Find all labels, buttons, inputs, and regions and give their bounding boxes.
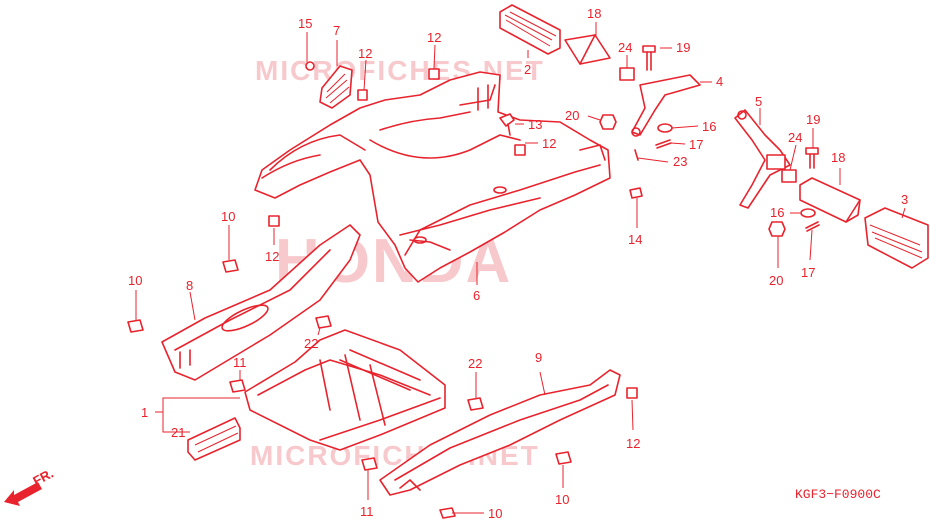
callout-19-b: 19 xyxy=(806,112,820,127)
callout-6: 6 xyxy=(473,288,480,303)
diagram-code: KGF3−F0900C xyxy=(795,487,881,502)
callout-22-a: 22 xyxy=(304,336,318,351)
callout-12-d: 12 xyxy=(265,249,279,264)
part-9-side-cover-right xyxy=(379,369,621,496)
part-3-step-rubber xyxy=(864,207,929,269)
callout-12-a: 12 xyxy=(358,46,372,61)
callout-11-b: 11 xyxy=(360,504,374,519)
callout-18-b: 18 xyxy=(831,150,845,165)
callout-20-a: 20 xyxy=(565,108,579,123)
callout-4: 4 xyxy=(716,74,723,89)
watermark-top: MICROFICHES.NET xyxy=(255,55,545,86)
callout-12-c: 12 xyxy=(542,136,556,151)
leader-lines xyxy=(135,22,906,514)
callout-13: 13 xyxy=(528,117,542,132)
part-5-bracket xyxy=(734,109,791,209)
callout-10-b: 10 xyxy=(128,273,142,288)
callout-labels: 15 7 12 12 2 18 24 19 4 13 12 20 16 17 2… xyxy=(128,6,908,519)
callout-21: 21 xyxy=(171,425,185,440)
part-4-bracket xyxy=(631,74,701,137)
callout-22-b: 22 xyxy=(468,356,482,371)
callout-10-d: 10 xyxy=(488,506,502,519)
part-7-grille xyxy=(319,65,353,109)
arrow-icon xyxy=(4,482,42,506)
part-1-under-cover xyxy=(244,329,446,451)
front-arrow: FR. xyxy=(4,466,56,506)
callout-11-a: 11 xyxy=(233,355,247,370)
callout-17-b: 17 xyxy=(801,265,815,280)
callout-19-a: 19 xyxy=(676,40,690,55)
callout-7: 7 xyxy=(333,23,340,38)
callout-17-a: 17 xyxy=(689,137,703,152)
callout-3: 3 xyxy=(901,192,908,207)
part-18-rod-right xyxy=(799,177,861,223)
callout-23: 23 xyxy=(673,154,687,169)
callout-14: 14 xyxy=(628,232,642,247)
fasteners xyxy=(127,45,820,519)
callout-9: 9 xyxy=(535,350,542,365)
callout-15: 15 xyxy=(298,16,312,31)
callout-24-b: 24 xyxy=(788,130,802,145)
callout-16-a: 16 xyxy=(702,119,716,134)
callout-20-b: 20 xyxy=(769,273,783,288)
callout-16-b: 16 xyxy=(770,205,784,220)
callout-10-c: 10 xyxy=(555,492,569,507)
part-8-side-cover-left xyxy=(161,224,361,381)
callout-1: 1 xyxy=(141,405,148,420)
callout-12-e: 12 xyxy=(626,436,640,451)
part-18-rod-top xyxy=(564,34,611,65)
callout-8: 8 xyxy=(186,278,193,293)
part-2-step-rubber xyxy=(499,4,561,55)
callout-2: 2 xyxy=(524,62,531,77)
callout-10-a: 10 xyxy=(221,209,235,224)
callout-12-b: 12 xyxy=(427,30,441,45)
callout-24-a: 24 xyxy=(618,40,632,55)
callout-18-a: 18 xyxy=(587,6,601,21)
part-21-strip xyxy=(187,417,241,461)
callout-5: 5 xyxy=(755,94,762,109)
